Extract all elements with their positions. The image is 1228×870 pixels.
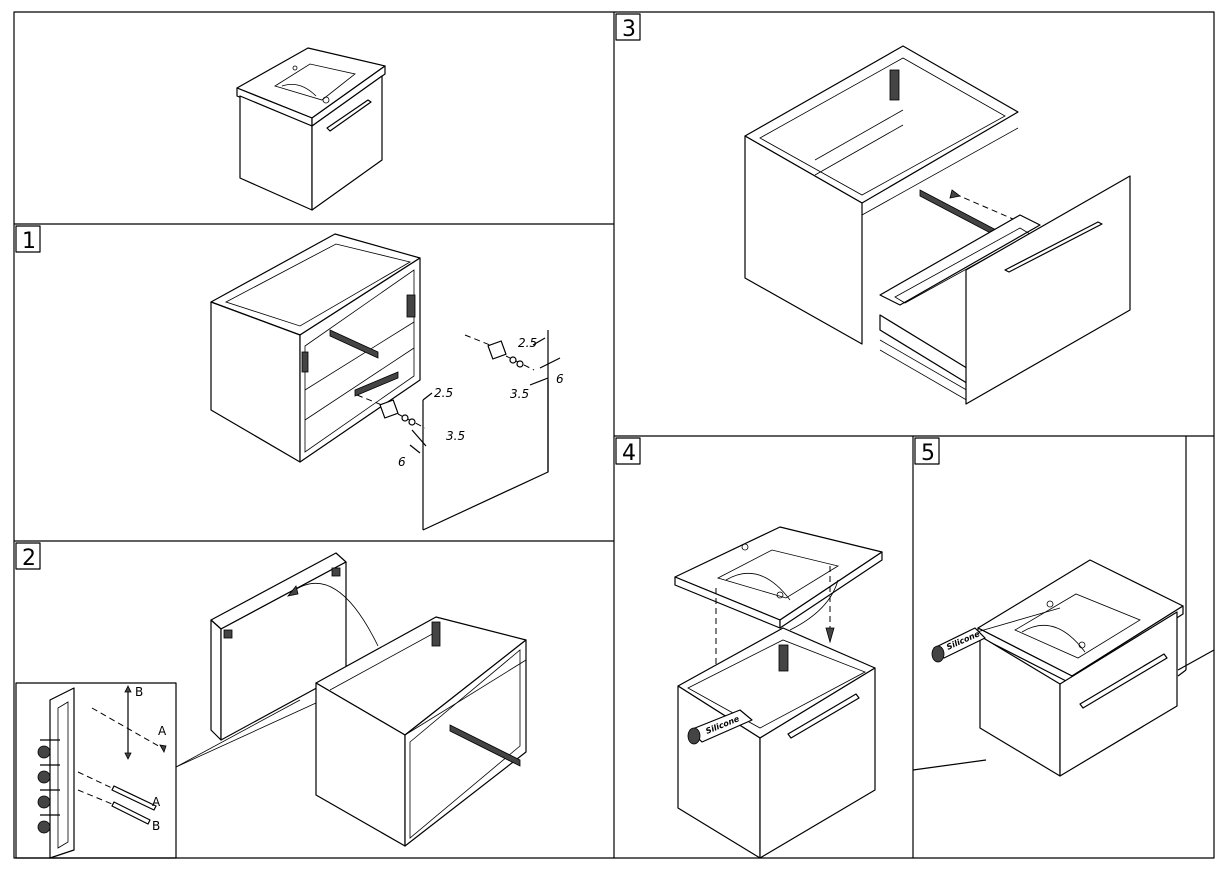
svg-text:3.5: 3.5 [446, 429, 465, 443]
step-number-4: 4 [615, 437, 641, 466]
step-number-2: 2 [15, 542, 41, 571]
svg-text:B: B [135, 685, 143, 699]
step3-drawer-illustration [744, 45, 1131, 405]
svg-text:2.5: 2.5 [434, 386, 453, 400]
panel-grid [13, 11, 1215, 859]
svg-text:6: 6 [556, 372, 564, 386]
svg-text:1: 1 [22, 229, 36, 254]
svg-text:3: 3 [622, 17, 636, 42]
svg-text:2.5: 2.5 [518, 336, 537, 350]
step4-basin-illustration: Silicone [674, 526, 883, 859]
svg-text:B: B [152, 819, 160, 833]
step-number-5: 5 [914, 437, 940, 466]
step2-door-illustration [175, 552, 527, 847]
svg-text:A: A [158, 724, 167, 738]
svg-text:A: A [152, 795, 161, 809]
step-number-1: 1 [15, 225, 41, 254]
overview-vanity-illustration [236, 47, 386, 211]
step-number-3: 3 [615, 13, 641, 42]
svg-text:3.5: 3.5 [510, 387, 529, 401]
step5-installed-illustration: Silicone [912, 436, 1215, 777]
svg-text:6: 6 [398, 455, 406, 469]
step2-hinge-detail: B A A B [15, 682, 177, 859]
svg-text:4: 4 [622, 441, 636, 466]
svg-text:2: 2 [22, 546, 36, 571]
svg-text:5: 5 [921, 441, 935, 466]
step1-cabinet-illustration: 2.5 3.5 6 2.5 3.5 6 [210, 233, 564, 531]
